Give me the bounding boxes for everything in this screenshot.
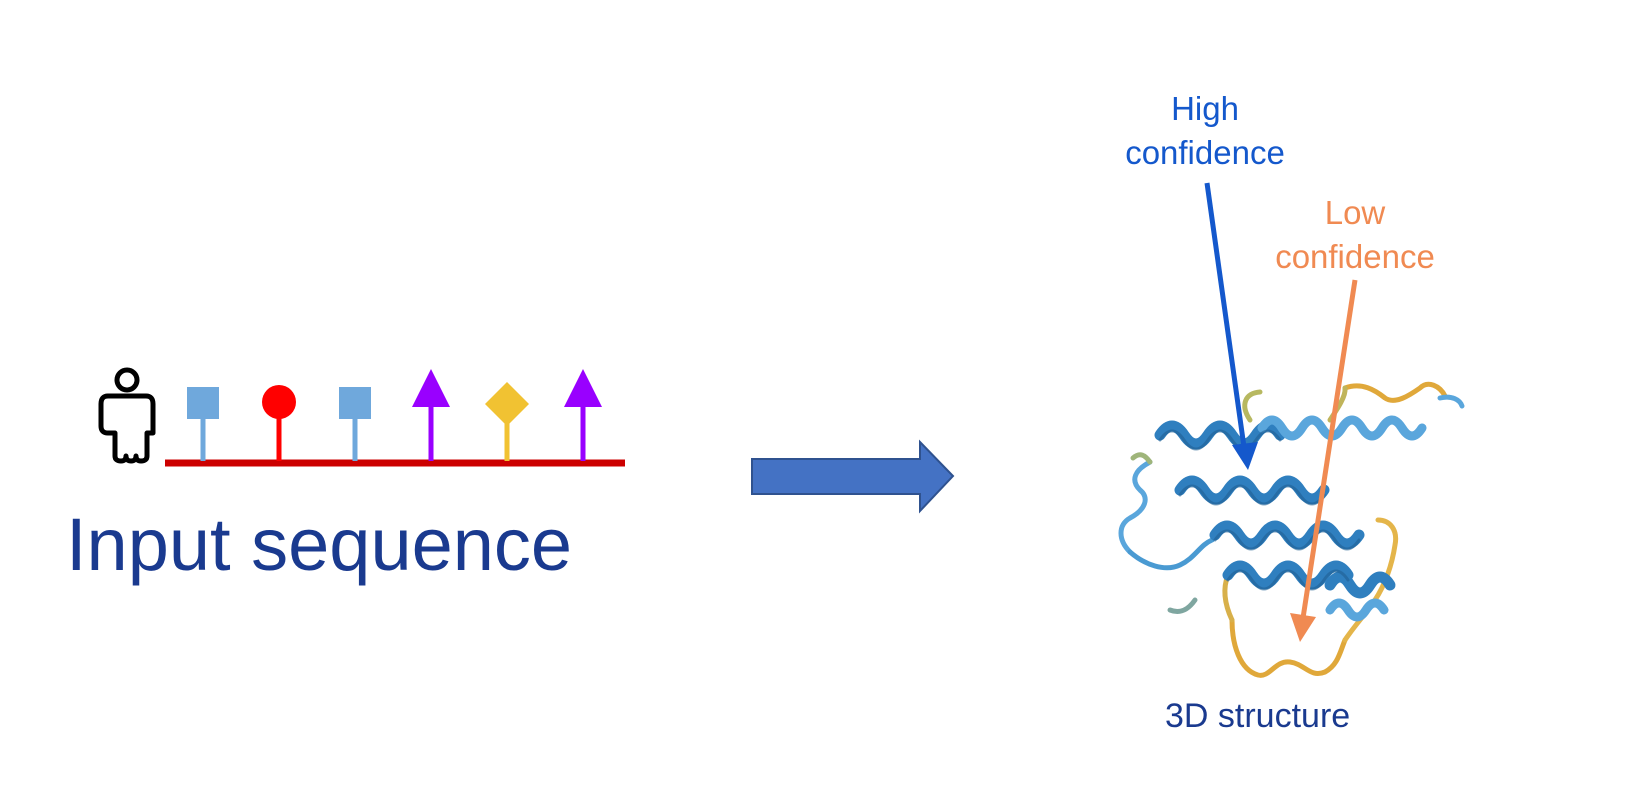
low-confidence-line1: Low [1324,194,1386,231]
protein-structure [1118,381,1465,678]
low-confidence-arrowhead [1290,613,1316,642]
low-confidence-label: Low confidence [1245,191,1465,279]
person-icon [98,367,156,464]
residue-square-head [187,387,219,419]
high-confidence-label: High confidence [1090,87,1320,175]
structure-caption: 3D structure [1165,697,1351,735]
residue-triangle-head [564,369,602,407]
input-sequence-title: Input sequence [66,503,573,586]
high-confidence-arrowhead [1232,442,1258,470]
residue-square [187,387,219,461]
residue-triangle-head [412,369,450,407]
residue-diamond [485,382,529,461]
residue-circle-head [262,385,296,419]
residue-triangle [412,369,450,461]
low-confidence-line2: confidence [1275,238,1435,275]
residue-triangle [564,369,602,461]
residue-diamond-head [485,382,529,426]
residue-square-head [339,387,371,419]
high-confidence-line2: confidence [1125,134,1285,171]
residue-square [339,387,371,461]
high-confidence-line1: High [1171,90,1239,127]
residue-glyphs [187,369,602,461]
high-confidence-arrow [1204,182,1247,448]
right-arrow [751,439,955,514]
low-confidence-arrow [1300,279,1358,619]
residue-circle [262,385,296,461]
